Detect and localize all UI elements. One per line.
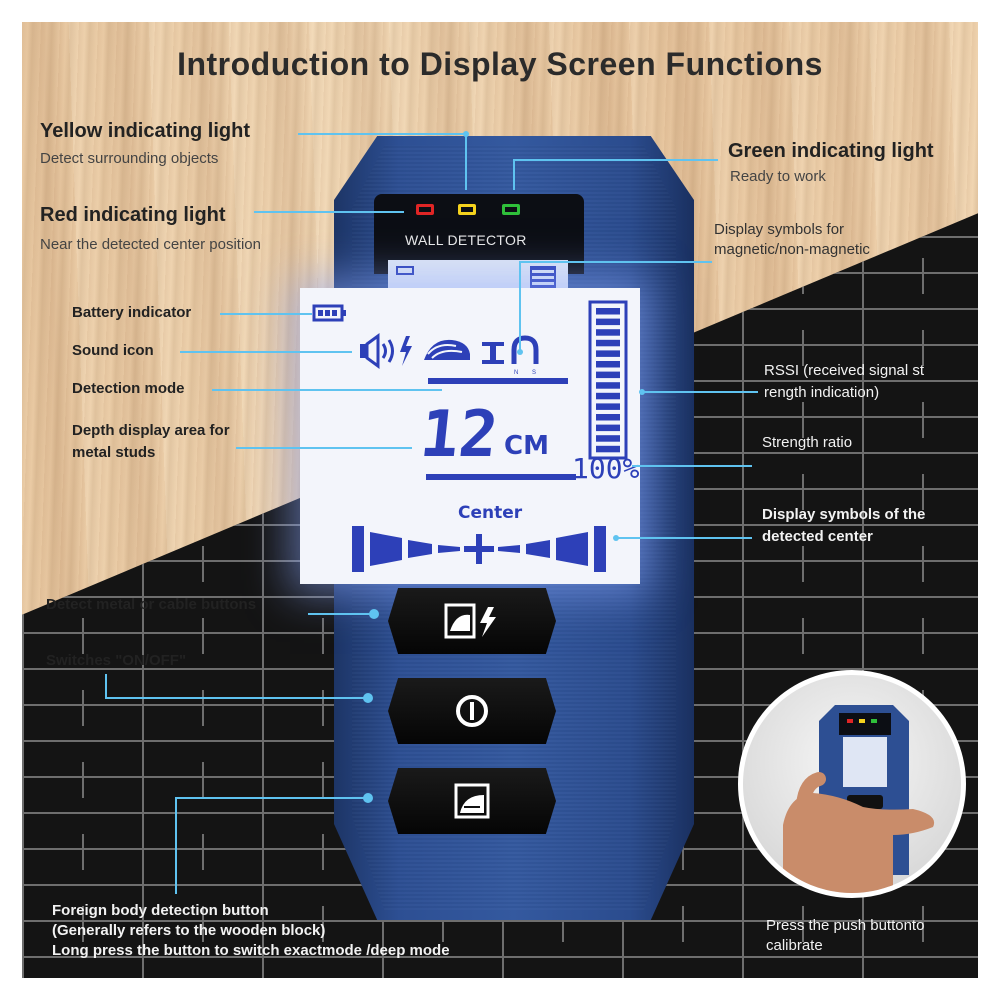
metal-buttons-label: Detect metal or cable buttons xyxy=(46,596,257,613)
enlarged-lcd: N S 12 CM 100% Center xyxy=(300,288,640,584)
depth-unit: CM xyxy=(504,431,549,461)
rssi-segment xyxy=(596,445,620,453)
rssi-segment xyxy=(596,392,620,400)
rssi-label: RSSI (received signal st rength indicati… xyxy=(764,362,925,401)
stud-icon xyxy=(482,342,504,364)
depth-underline xyxy=(426,474,576,480)
rssi-segment xyxy=(596,414,620,421)
wood-block-icon xyxy=(454,783,490,819)
detection-mode-bar xyxy=(428,378,568,384)
power-button[interactable] xyxy=(388,678,556,744)
green-light-title: Green indicating light xyxy=(728,140,934,162)
foreign-body-button[interactable] xyxy=(388,768,556,834)
svg-text:N: N xyxy=(514,370,518,376)
panel-label: WALL DETECTOR xyxy=(405,232,527,248)
page-title: Introduction to Display Screen Functions xyxy=(177,46,823,82)
red-light-desc: Near the detected center position xyxy=(40,236,261,253)
center-indicator xyxy=(352,526,606,572)
depth-area-label: Depth display area for metal studs xyxy=(72,422,230,461)
foreign-body-label: Foreign body detection button xyxy=(52,902,269,919)
yellow-light-desc: Detect surrounding objects xyxy=(40,150,219,167)
rssi-segment xyxy=(596,350,620,357)
small-battery-icon xyxy=(396,266,414,275)
infographic: Introduction to Display Screen Functions… xyxy=(22,22,978,978)
rssi-segment xyxy=(596,435,620,442)
yellow-light-title: Yellow indicating light xyxy=(40,120,251,142)
rssi-segment xyxy=(596,329,620,336)
onoff-label: Switches "ON/OFF" xyxy=(46,652,187,669)
red-light-title: Red indicating light xyxy=(40,204,226,226)
lightning-icon xyxy=(400,336,412,366)
metal-cable-icon xyxy=(444,603,496,639)
rssi-segment xyxy=(596,382,620,389)
rssi-segment xyxy=(596,318,620,326)
rssi-bars xyxy=(588,300,628,460)
wall-scan-icon xyxy=(424,339,470,360)
green-light-desc: Ready to work xyxy=(730,168,826,185)
yellow-indicator-light xyxy=(458,204,476,215)
green-indicator-light xyxy=(502,204,520,215)
strength-ratio: 100% xyxy=(572,452,640,485)
power-icon xyxy=(456,695,488,727)
sound-icon-label: Sound icon xyxy=(72,342,154,359)
rssi-segment xyxy=(596,308,620,315)
detection-mode-label: Detection mode xyxy=(72,380,185,397)
callout-lines xyxy=(105,131,758,894)
magnetic-symbols-label: Display symbols for magnetic/non-magneti… xyxy=(714,221,870,258)
foreign-body-note: (Generally refers to the wooden block) xyxy=(52,922,326,939)
rssi-segment xyxy=(596,339,620,347)
metal-cable-button[interactable] xyxy=(388,588,556,654)
rssi-segment xyxy=(596,371,620,379)
center-symbols-label: Display symbols of the detected center xyxy=(762,506,926,545)
battery-icon xyxy=(312,304,346,322)
usage-photo xyxy=(738,670,966,898)
mode-switch-note: Long press the button to switch exactmod… xyxy=(52,942,450,959)
depth-value: 12 xyxy=(417,397,502,472)
strength-ratio-label: Strength ratio xyxy=(762,434,853,451)
magnet-icon: N S xyxy=(511,335,539,376)
center-label: Center xyxy=(458,503,523,523)
red-indicator-light xyxy=(416,204,434,215)
rssi-segment xyxy=(596,403,620,410)
calibrate-label: Press the push buttonto calibrate xyxy=(766,917,925,954)
speaker-icon xyxy=(360,333,394,369)
svg-text:S: S xyxy=(532,370,536,376)
rssi-segment xyxy=(596,424,620,432)
battery-indicator-label: Battery indicator xyxy=(72,304,192,321)
rssi-segment xyxy=(596,361,620,368)
